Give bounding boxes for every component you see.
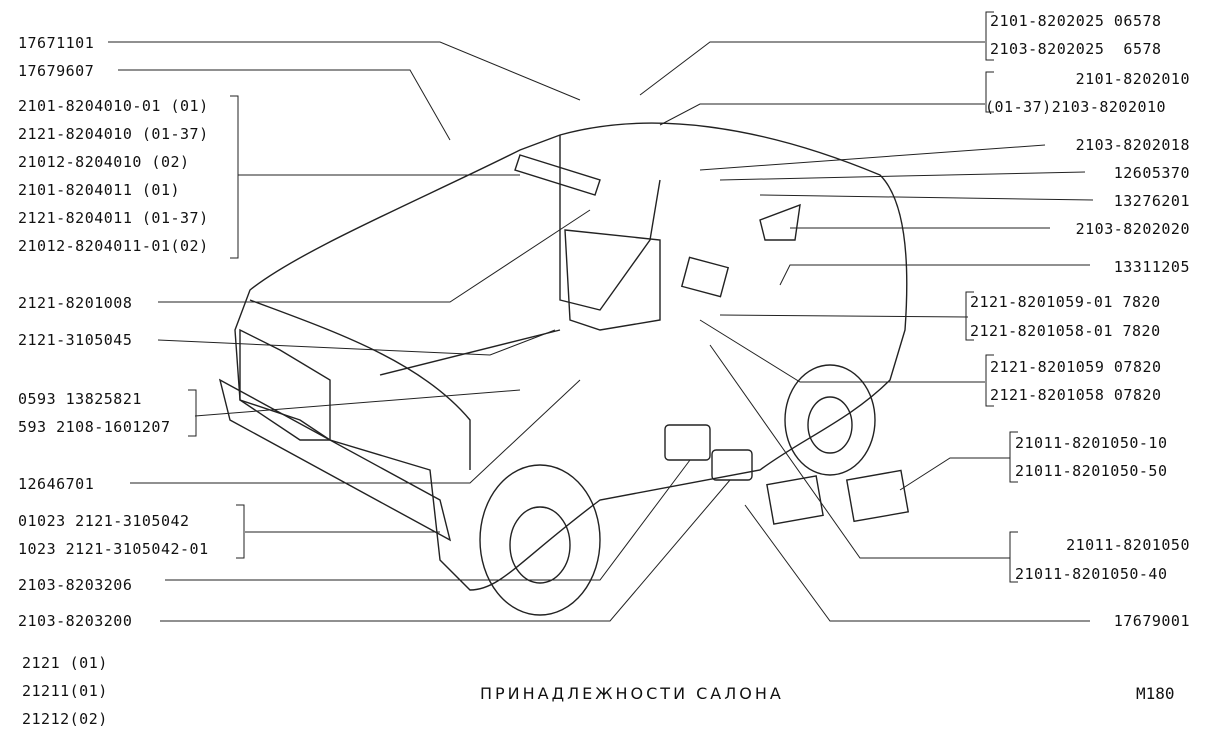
- part-label: 2121-3105045: [18, 331, 133, 349]
- model-label: 2121 (01): [22, 654, 108, 672]
- lamp-cover: [664, 424, 711, 461]
- mirror-right: [845, 469, 910, 523]
- front-wheel: [479, 464, 601, 616]
- part-label: (01-37)2103-8202010: [985, 98, 1167, 116]
- part-label: 13276201: [1113, 192, 1190, 210]
- part-label: 2121-8201059-01 7820: [970, 293, 1161, 311]
- rear-wheel-hub: [807, 396, 853, 454]
- part-label: 2103-8202018: [1075, 136, 1190, 154]
- part-label: 2121-8204011 (01-37): [18, 209, 209, 227]
- part-label: 12605370: [1113, 164, 1190, 182]
- part-label: 2121-8201058 07820: [990, 386, 1162, 404]
- part-label: 21011-8201050: [1066, 536, 1190, 554]
- part-label: 1023 2121-3105042-01: [18, 540, 209, 558]
- wiper-arm: [379, 329, 561, 376]
- part-label: 2103-8203200: [18, 612, 133, 630]
- part-label: 2121-8201058-01 7820: [970, 322, 1161, 340]
- part-label: 2103-8202025 6578: [990, 40, 1162, 58]
- windshield: [559, 135, 661, 311]
- side-mirror-inner: [680, 256, 730, 298]
- part-label: 21012-8204010 (02): [18, 153, 190, 171]
- part-label: 17679607: [18, 62, 95, 80]
- model-label: 21212(02): [22, 710, 108, 728]
- diagram-title: ПРИНАДЛЕЖНОСТИ САЛОНА: [480, 684, 784, 703]
- page-code: М180: [1136, 684, 1175, 703]
- part-label: 2101-8204010-01 (01): [18, 97, 209, 115]
- part-label: 2101-8202025 06578: [990, 12, 1162, 30]
- model-label: 21211(01): [22, 682, 108, 700]
- part-label: 2103-8202020: [1075, 220, 1190, 238]
- door-frame: [564, 229, 661, 331]
- front-wheel-hub: [509, 506, 571, 584]
- part-label: 17679001: [1113, 612, 1190, 630]
- part-label: 2101-8204011 (01): [18, 181, 181, 199]
- bumper: [218, 378, 452, 542]
- part-label: 17671101: [18, 34, 95, 52]
- handle-part: [759, 203, 801, 241]
- part-label: 2121-8204010 (01-37): [18, 125, 209, 143]
- part-label: 01023 2121-3105042: [18, 512, 190, 530]
- car-body-outline: [234, 122, 908, 591]
- part-label: 2101-8202010: [1075, 70, 1190, 88]
- mirror-left: [766, 475, 824, 525]
- part-label: 21011-8201050-50: [1015, 462, 1168, 480]
- part-label: 13311205: [1113, 258, 1190, 276]
- part-label: 0593 13825821: [18, 390, 142, 408]
- part-label: 12646701: [18, 475, 95, 493]
- lamp: [711, 449, 753, 481]
- part-label: 2121-8201059 07820: [990, 358, 1162, 376]
- part-label: 593 2108-1601207: [18, 418, 171, 436]
- front-grille: [239, 328, 331, 441]
- sun-visor: [514, 154, 601, 196]
- part-label: 2121-8201008: [18, 294, 133, 312]
- part-label: 21011-8201050-10: [1015, 434, 1168, 452]
- hood-line: [249, 299, 471, 470]
- rear-wheel: [784, 364, 876, 476]
- part-label: 2103-8203206: [18, 576, 133, 594]
- part-label: 21012-8204011-01(02): [18, 237, 209, 255]
- part-label: 21011-8201050-40: [1015, 565, 1168, 583]
